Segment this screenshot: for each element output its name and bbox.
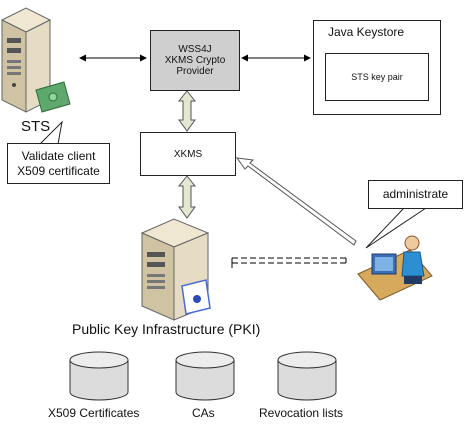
money-icon: [35, 81, 71, 113]
crypto-provider-line3: Provider: [176, 66, 214, 77]
crypto-provider-box: WSS4J XKMS Crypto Provider: [150, 30, 240, 91]
validate-note: Validate client X509 certificate: [7, 143, 110, 184]
store-label-certificates: X509 Certificates: [48, 406, 140, 420]
sts-label: STS: [21, 118, 51, 135]
pki-label: Public Key Infrastructure (PKI): [72, 321, 261, 337]
database-icon-revocation: [277, 351, 337, 401]
admin-user-icon: [357, 235, 433, 301]
validate-note-line2: X509 certificate: [17, 163, 100, 178]
validate-callout-tail: [39, 120, 63, 145]
admin-xkms-arrow: [235, 157, 357, 246]
keystore-title: Java Keystore: [328, 25, 405, 39]
database-icon-certificates: [69, 351, 129, 401]
database-icon-cas: [175, 351, 235, 401]
provider-xkms-arrow: [177, 90, 197, 132]
keystore-box: Java Keystore STS key pair: [313, 20, 441, 115]
certificate-icon: [181, 279, 211, 315]
crypto-provider-line2: XKMS Crypto: [164, 55, 226, 66]
admin-pki-dashed-connector: [231, 257, 347, 268]
store-label-cas: CAs: [192, 406, 215, 420]
xkms-box: XKMS: [140, 132, 236, 176]
crypto-provider-line1: WSS4J: [178, 44, 212, 55]
validate-note-line1: Validate client: [21, 148, 96, 163]
xkms-pki-arrow: [177, 175, 197, 219]
administrate-note: administrate: [368, 180, 463, 209]
administrate-callout-tail: [365, 207, 427, 249]
store-label-revocation: Revocation lists: [259, 406, 344, 420]
sts-key-pair-box: STS key pair: [325, 53, 429, 101]
